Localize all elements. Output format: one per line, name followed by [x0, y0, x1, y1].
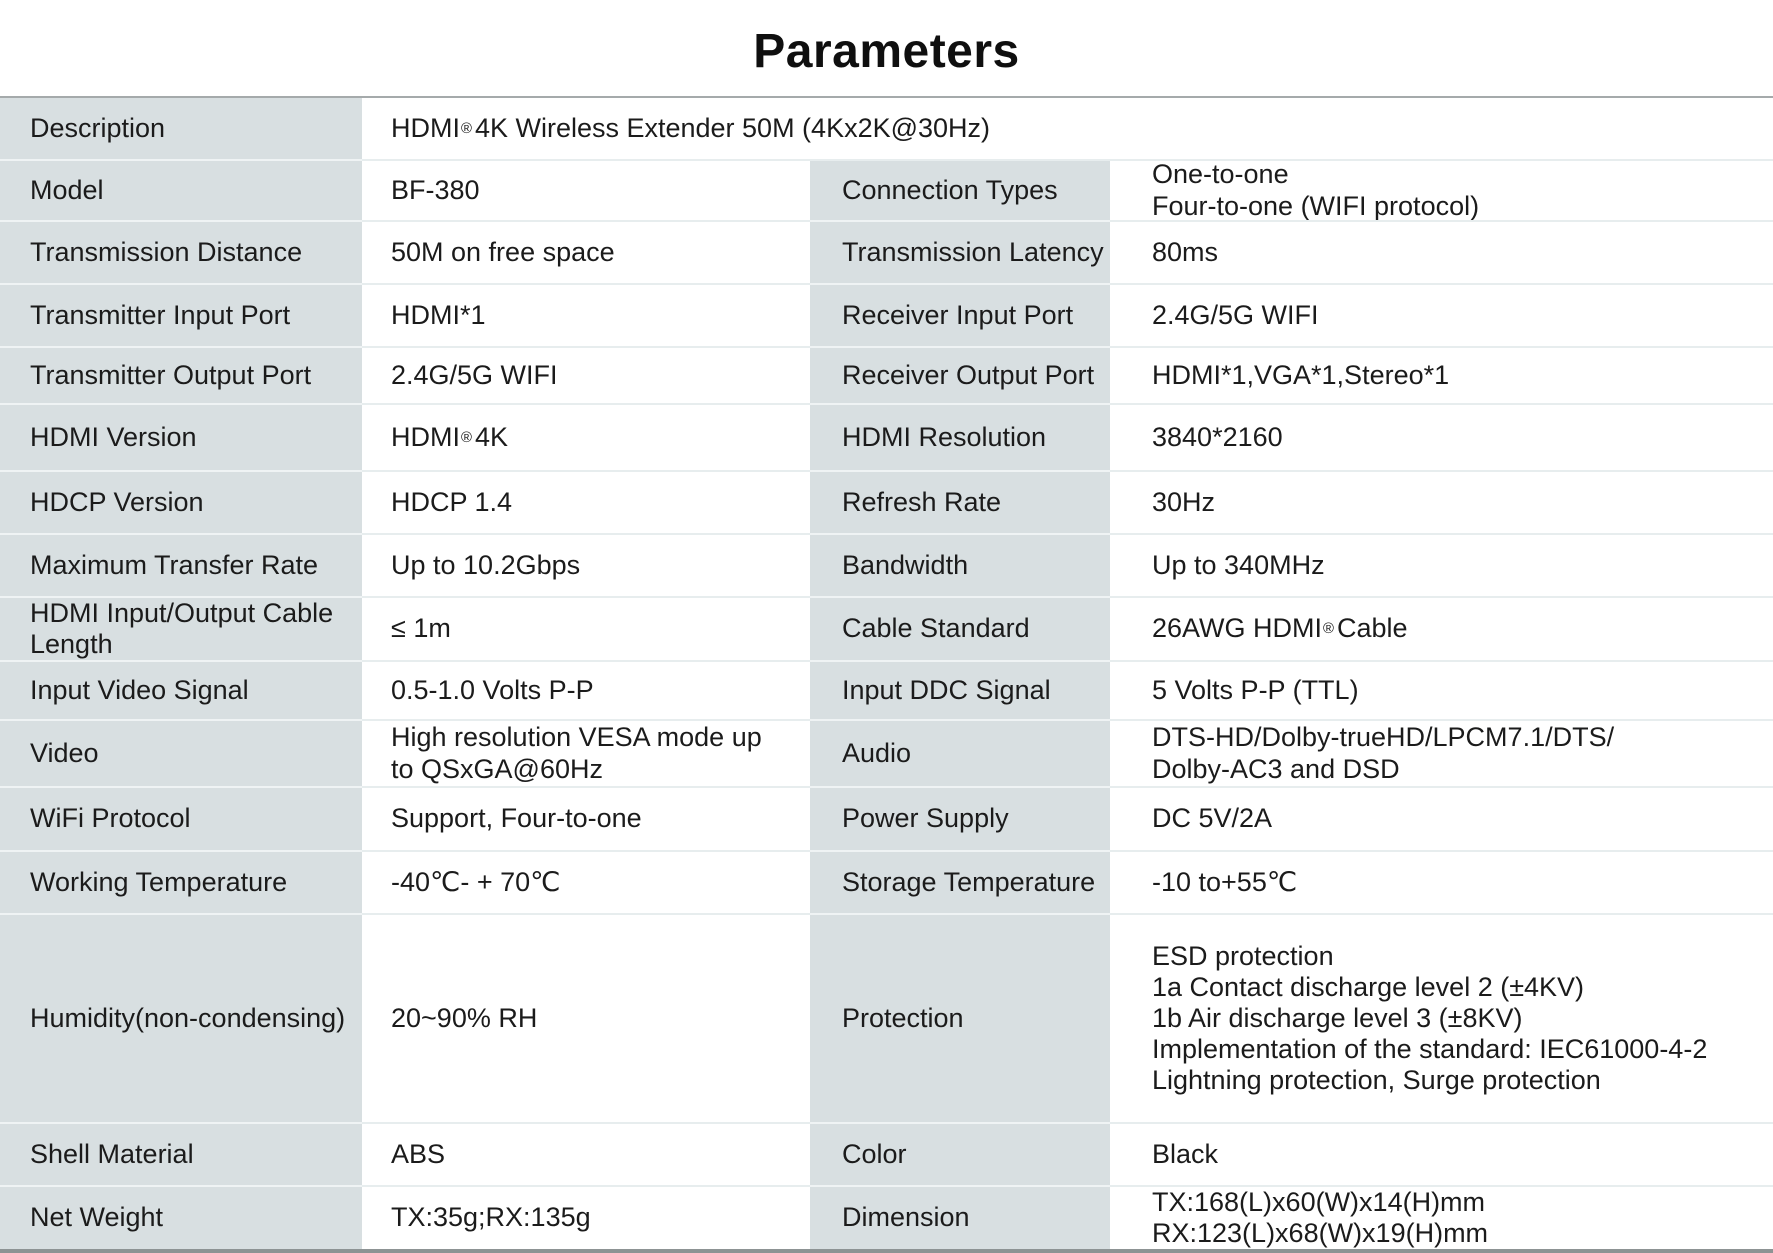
param-value-receiver-input-port: 2.4G/5G WIFI: [1110, 285, 1773, 348]
param-value-cable-standard: 26AWG HDMI®Cable: [1110, 598, 1773, 662]
table-row-model: Model BF-380 Connection Types One-to-one…: [0, 161, 1773, 222]
param-value-storage-temperature: -10 to+55℃: [1110, 852, 1773, 915]
param-label-input-video-signal: Input Video Signal: [0, 662, 362, 721]
param-value-working-temperature: -40℃- + 70℃: [362, 852, 810, 915]
param-value-power-supply: DC 5V/2A: [1110, 788, 1773, 852]
param-label-maximum-transfer-rate: Maximum Transfer Rate: [0, 535, 362, 598]
param-label-receiver-input-port: Receiver Input Port: [810, 285, 1110, 348]
param-value-input-ddc-signal: 5 Volts P-P (TTL): [1110, 662, 1773, 721]
param-label-cable-standard: Cable Standard: [810, 598, 1110, 662]
param-value-model: BF-380: [362, 161, 810, 222]
param-value-hdmi-io-cable-length: ≤ 1m: [362, 598, 810, 662]
param-label-transmission-latency: Transmission Latency: [810, 222, 1110, 285]
param-label-receiver-output-port: Receiver Output Port: [810, 348, 1110, 405]
param-label-power-supply: Power Supply: [810, 788, 1110, 852]
param-value-net-weight: TX:35g;RX:135g: [362, 1187, 810, 1249]
param-label-input-ddc-signal: Input DDC Signal: [810, 662, 1110, 721]
param-value-transmitter-input-port: HDMI*1: [362, 285, 810, 348]
param-value-shell-material: ABS: [362, 1124, 810, 1187]
param-value-video: High resolution VESA mode up to QSxGA@60…: [362, 721, 810, 788]
param-label-net-weight: Net Weight: [0, 1187, 362, 1249]
param-label-hdmi-version: HDMI Version: [0, 405, 362, 472]
param-value-input-video-signal: 0.5-1.0 Volts P-P: [362, 662, 810, 721]
param-value-connection-types: One-to-one Four-to-one (WIFI protocol): [1110, 161, 1773, 222]
table-row-video: Video High resolution VESA mode up to QS…: [0, 721, 1773, 788]
param-value-transmitter-output-port: 2.4G/5G WIFI: [362, 348, 810, 405]
param-value-bandwidth: Up to 340MHz: [1110, 535, 1773, 598]
param-label-audio: Audio: [810, 721, 1110, 788]
param-value-protection: ESD protection 1a Contact discharge leve…: [1110, 915, 1773, 1124]
param-label-bandwidth: Bandwidth: [810, 535, 1110, 598]
param-value-hdmi-version: HDMI®4K: [362, 405, 810, 472]
param-label-hdmi-resolution: HDMI Resolution: [810, 405, 1110, 472]
param-value-refresh-rate: 30Hz: [1110, 472, 1773, 535]
table-row-transmitter-input: Transmitter Input Port HDMI*1 Receiver I…: [0, 285, 1773, 348]
table-row-max-transfer-rate: Maximum Transfer Rate Up to 10.2Gbps Ban…: [0, 535, 1773, 598]
param-value-hdmi-resolution: 3840*2160: [1110, 405, 1773, 472]
param-value-hdcp-version: HDCP 1.4: [362, 472, 810, 535]
param-label-shell-material: Shell Material: [0, 1124, 362, 1187]
param-label-connection-types: Connection Types: [810, 161, 1110, 222]
param-label-dimension: Dimension: [810, 1187, 1110, 1249]
param-value-description: HDMI®4K Wireless Extender 50M (4Kx2K@30H…: [362, 98, 1773, 161]
param-label-storage-temperature: Storage Temperature: [810, 852, 1110, 915]
param-value-humidity: 20~90% RH: [362, 915, 810, 1124]
param-label-color: Color: [810, 1124, 1110, 1187]
parameters-table: Description HDMI®4K Wireless Extender 50…: [0, 96, 1773, 1253]
param-label-transmitter-input-port: Transmitter Input Port: [0, 285, 362, 348]
table-row-working-temperature: Working Temperature -40℃- + 70℃ Storage …: [0, 852, 1773, 915]
param-value-transmission-latency: 80ms: [1110, 222, 1773, 285]
table-row-net-weight: Net Weight TX:35g;RX:135g Dimension TX:1…: [0, 1187, 1773, 1249]
table-row-humidity-protection: Humidity(non-condensing) 20~90% RH Prote…: [0, 915, 1773, 1124]
table-row-hdcp-version: HDCP Version HDCP 1.4 Refresh Rate 30Hz: [0, 472, 1773, 535]
param-value-maximum-transfer-rate: Up to 10.2Gbps: [362, 535, 810, 598]
param-value-audio: DTS-HD/Dolby-trueHD/LPCM7.1/DTS/ Dolby-A…: [1110, 721, 1773, 788]
table-row-hdmi-version: HDMI Version HDMI®4K HDMI Resolution 384…: [0, 405, 1773, 472]
param-value-receiver-output-port: HDMI*1,VGA*1,Stereo*1: [1110, 348, 1773, 405]
param-value-color: Black: [1110, 1124, 1773, 1187]
param-label-wifi-protocol: WiFi Protocol: [0, 788, 362, 852]
page-title: Parameters: [753, 24, 1020, 78]
param-value-wifi-protocol: Support, Four-to-one: [362, 788, 810, 852]
table-row-shell-material: Shell Material ABS Color Black: [0, 1124, 1773, 1187]
param-value-transmission-distance: 50M on free space: [362, 222, 810, 285]
param-label-model: Model: [0, 161, 362, 222]
title-bar: Parameters: [0, 0, 1773, 96]
table-row-wifi-protocol: WiFi Protocol Support, Four-to-one Power…: [0, 788, 1773, 852]
param-value-dimension: TX:168(L)x60(W)x14(H)mm RX:123(L)x68(W)x…: [1110, 1187, 1773, 1249]
param-label-transmitter-output-port: Transmitter Output Port: [0, 348, 362, 405]
param-label-hdcp-version: HDCP Version: [0, 472, 362, 535]
param-label-description: Description: [0, 98, 362, 161]
param-label-refresh-rate: Refresh Rate: [810, 472, 1110, 535]
table-row-description: Description HDMI®4K Wireless Extender 50…: [0, 98, 1773, 161]
table-row-transmission-distance: Transmission Distance 50M on free space …: [0, 222, 1773, 285]
param-label-hdmi-io-cable-length: HDMI Input/Output Cable Length: [0, 598, 362, 662]
table-row-cable-length: HDMI Input/Output Cable Length ≤ 1m Cabl…: [0, 598, 1773, 662]
table-row-transmitter-output: Transmitter Output Port 2.4G/5G WIFI Rec…: [0, 348, 1773, 405]
param-label-protection: Protection: [810, 915, 1110, 1124]
param-label-transmission-distance: Transmission Distance: [0, 222, 362, 285]
table-row-input-video-signal: Input Video Signal 0.5-1.0 Volts P-P Inp…: [0, 662, 1773, 721]
param-label-working-temperature: Working Temperature: [0, 852, 362, 915]
param-label-humidity: Humidity(non-condensing): [0, 915, 362, 1124]
param-label-video: Video: [0, 721, 362, 788]
